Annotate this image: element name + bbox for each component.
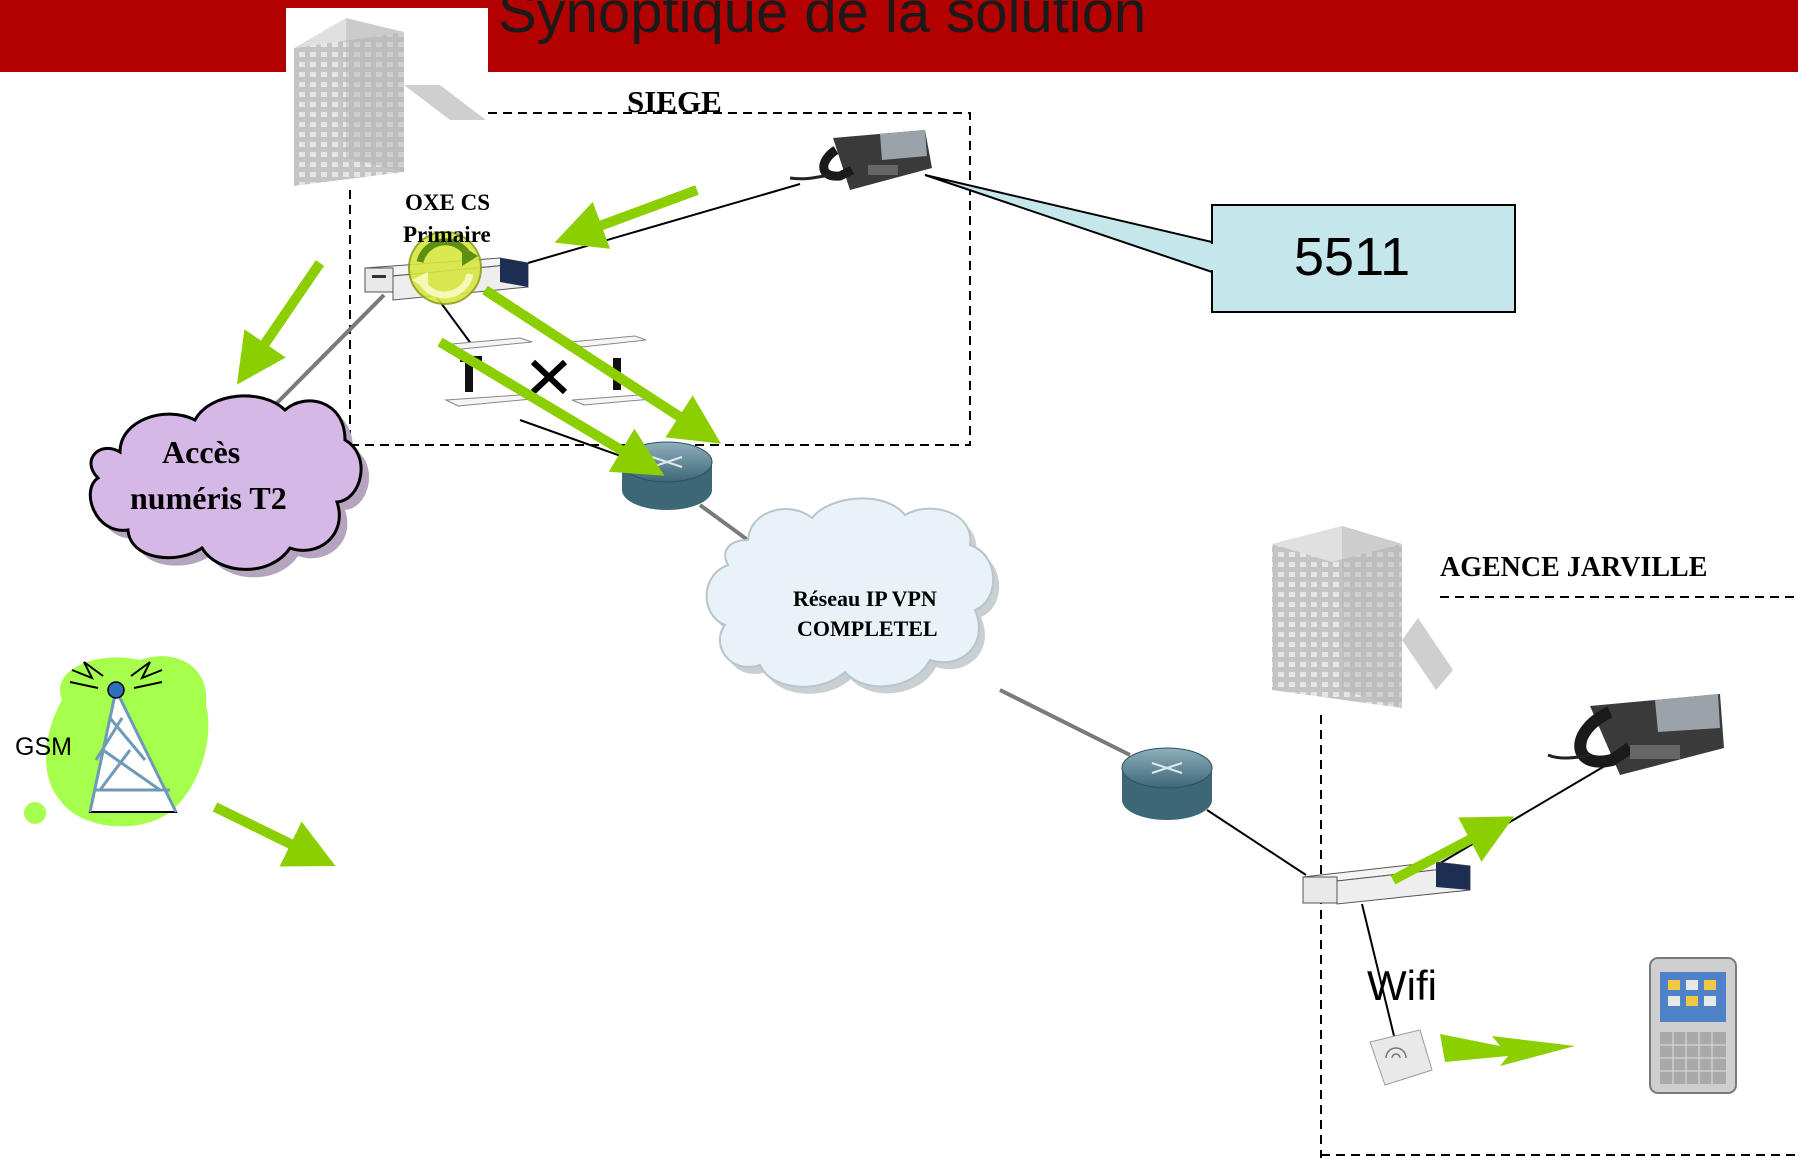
gsm-tower-icon [24, 656, 209, 827]
arrow-pbx-to-router-2 [437, 337, 665, 476]
wifi-access-point-icon [1369, 1029, 1433, 1086]
agence-zone-border-side [1320, 715, 1798, 1158]
wireless-signal-icon [1440, 1034, 1575, 1066]
vpn-label-line2: COMPLETEL [797, 616, 938, 641]
pbx-label-line1: OXE CS [405, 190, 490, 215]
isdn-cloud [88, 394, 370, 578]
agence-router-icon [1121, 747, 1213, 820]
arrow-gsm [212, 802, 336, 867]
pbx-label-line2: Primaire [403, 222, 491, 247]
smartphone-icon [1649, 957, 1737, 1094]
siege-desk-phone-icon [789, 130, 932, 190]
arrow-phone-to-pbx [554, 185, 699, 249]
vpn-cloud [705, 497, 1000, 694]
siege-zone-border [349, 112, 971, 446]
gsm-label: GSM [15, 733, 72, 761]
sync-icon [408, 231, 482, 305]
isdn-label-line2: numéris T2 [130, 480, 287, 516]
lan-switch-icon [439, 335, 653, 407]
page-title: Synoptique de la solution [498, 0, 1147, 45]
agence-building-icon [1272, 526, 1453, 708]
siege-building-icon [286, 8, 488, 188]
siege-label: SIEGE [627, 84, 722, 119]
callout-text: 5511 [1294, 227, 1411, 287]
arrow-pbx-to-router-1 [482, 285, 721, 444]
wifi-label: Wifi [1367, 962, 1437, 1009]
agence-label: AGENCE JARVILLE [1440, 552, 1708, 583]
siege-router-icon [621, 441, 713, 510]
vpn-label-line1: Réseau IP VPN [793, 586, 937, 611]
call-flow-arrows [212, 185, 1515, 885]
arrow-pbx-to-phone-agence [1390, 816, 1515, 885]
callout-5511 [924, 174, 1516, 313]
agence-pbx-icon [1302, 861, 1471, 905]
isdn-label-line1: Accès [162, 434, 241, 470]
agence-desk-phone-icon [1547, 694, 1724, 775]
arrow-pbx-to-isdn [236, 260, 325, 385]
